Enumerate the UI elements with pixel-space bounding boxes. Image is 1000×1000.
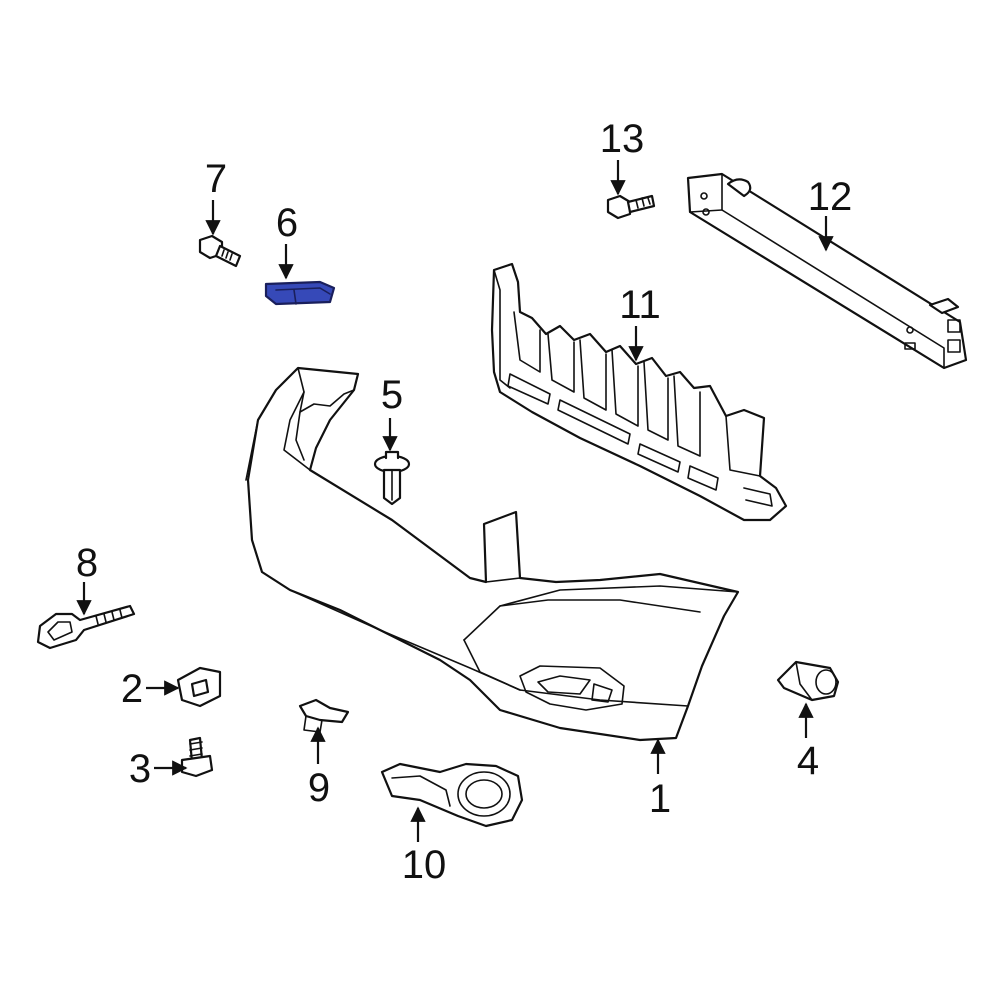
part-11-energy-absorber[interactable] <box>490 262 788 522</box>
part-3-bolt[interactable] <box>180 736 214 778</box>
callout-11: 11 <box>619 283 661 327</box>
callout-9: 9 <box>308 766 330 810</box>
callout-5: 5 <box>381 373 403 417</box>
callout-10: 10 <box>402 843 447 887</box>
callout-4: 4 <box>797 739 819 783</box>
part-13-bolt[interactable] <box>606 194 656 220</box>
part-2-clip[interactable] <box>176 666 222 708</box>
part-10-fog-bezel[interactable] <box>380 762 524 828</box>
callout-2: 2 <box>121 667 143 711</box>
part-9-retainer[interactable] <box>298 698 350 733</box>
callout-3: 3 <box>129 747 151 791</box>
callout-labels: 7 6 13 12 11 5 8 2 3 9 10 4 1 <box>76 117 852 887</box>
callout-8: 8 <box>76 541 98 585</box>
leader-arrows <box>76 160 834 842</box>
callout-12: 12 <box>808 175 853 219</box>
part-12-reinforcement-beam[interactable] <box>686 172 968 370</box>
part-7-bolt[interactable] <box>198 234 242 268</box>
part-6-bracket[interactable] <box>264 280 336 306</box>
callout-13: 13 <box>600 117 645 161</box>
part-8-tow-eye[interactable] <box>36 604 136 650</box>
callout-1: 1 <box>649 777 671 821</box>
callout-7: 7 <box>205 157 227 201</box>
part-4-bracket[interactable] <box>776 660 840 702</box>
callout-6: 6 <box>276 201 298 245</box>
part-1-bumper-cover[interactable] <box>245 366 740 742</box>
part-6-shape <box>264 280 336 306</box>
part-5-push-retainer[interactable] <box>373 450 411 506</box>
